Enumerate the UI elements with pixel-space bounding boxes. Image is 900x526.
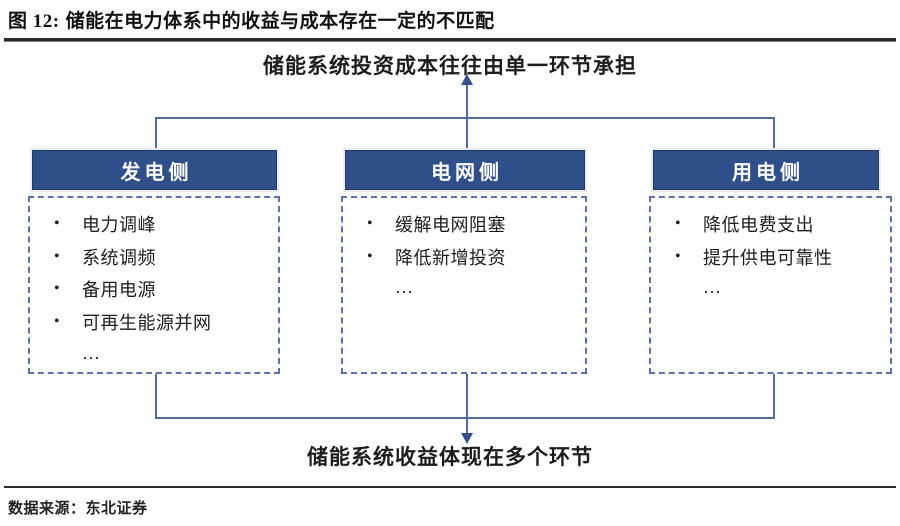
list-item: • 可再生能源并网 (48, 310, 278, 337)
list-item: • 备用电源 (48, 277, 278, 304)
list-item-label: 可再生能源并网 (82, 312, 212, 333)
top-bracket-drop-center (466, 117, 468, 151)
list-item-label: 电力调峰 (82, 215, 156, 235)
column-header-label: 用电侧 (732, 161, 804, 184)
figure-title: 图 12:储能在电力体系中的收益与成本存在一定的不匹配 (8, 6, 888, 33)
bullet-icon: • (54, 312, 61, 330)
column-header-generation[interactable]: 发电侧 (32, 150, 277, 190)
bullet-icon: • (54, 280, 61, 298)
bullet-icon: • (54, 247, 61, 265)
list-item: • 缓解电网阻塞 (361, 212, 585, 239)
bullet-icon: • (54, 215, 61, 232)
list-item-label: 系统调频 (82, 247, 156, 268)
column-header-grid[interactable]: 电网侧 (345, 150, 585, 190)
list-item-label: 降低新增投资 (395, 247, 506, 268)
bottom-arrow-stem (466, 417, 468, 436)
list-item: • 提升供电可靠性 (669, 245, 890, 272)
list-item: • 降低电费支出 (669, 212, 890, 239)
column-body-grid: • 缓解电网阻塞 • 降低新增投资 … (341, 196, 587, 374)
bottom-caption: 储能系统收益体现在多个环节 (307, 445, 593, 469)
column-body-consumption: • 降低电费支出 • 提升供电可靠性 … (649, 196, 892, 374)
bullet-icon: • (675, 247, 682, 265)
bottom-bracket-horizontal (155, 417, 775, 419)
top-arrow-head-icon (461, 74, 473, 85)
footer-divider (4, 486, 896, 488)
bottom-bracket-rise-right (773, 374, 775, 418)
top-caption: 储能系统投资成本往往由单一环节承担 (263, 54, 637, 78)
list-ellipsis: … (82, 342, 102, 363)
list-ellipsis: … (703, 277, 723, 298)
figure-title-text: 储能在电力体系中的收益与成本存在一定的不匹配 (65, 11, 495, 32)
figure-number: 图 12: (8, 11, 60, 32)
benefit-list-grid: • 缓解电网阻塞 • 降低新增投资 (343, 198, 585, 271)
column-header-consumption[interactable]: 用电侧 (653, 150, 879, 190)
bullet-icon: • (367, 215, 374, 232)
bottom-bracket-rise-center (466, 374, 468, 418)
bottom-arrow-head-icon (461, 433, 473, 444)
list-item: • 降低新增投资 (361, 245, 585, 272)
list-ellipsis: … (395, 277, 415, 298)
top-bracket-horizontal (155, 117, 775, 119)
list-item-label: 提升供电可靠性 (703, 247, 833, 268)
bottom-bracket-rise-left (155, 374, 157, 418)
source-note: 数据来源：东北证券 (8, 501, 148, 517)
list-item: • 系统调频 (48, 245, 278, 272)
bullet-icon: • (675, 215, 682, 232)
benefit-list-generation: • 电力调峰 • 系统调频 • 备用电源 • 可再生能源并网 (30, 198, 278, 337)
title-divider (4, 38, 896, 42)
benefit-list-consumption: • 降低电费支出 • 提升供电可靠性 (651, 198, 890, 271)
bullet-icon: • (367, 247, 374, 265)
column-header-label: 电网侧 (431, 161, 503, 184)
list-item: • 电力调峰 (48, 212, 278, 239)
list-item-label: 备用电源 (82, 280, 156, 301)
top-bracket-drop-left (155, 117, 157, 151)
top-arrow-stem (466, 84, 468, 118)
top-bracket-drop-right (773, 117, 775, 151)
column-header-label: 发电侧 (120, 161, 193, 184)
list-item-label: 缓解电网阻塞 (395, 215, 506, 235)
column-body-generation: • 电力调峰 • 系统调频 • 备用电源 • 可再生能源并网 … (28, 196, 280, 374)
list-item-label: 降低电费支出 (703, 215, 814, 235)
